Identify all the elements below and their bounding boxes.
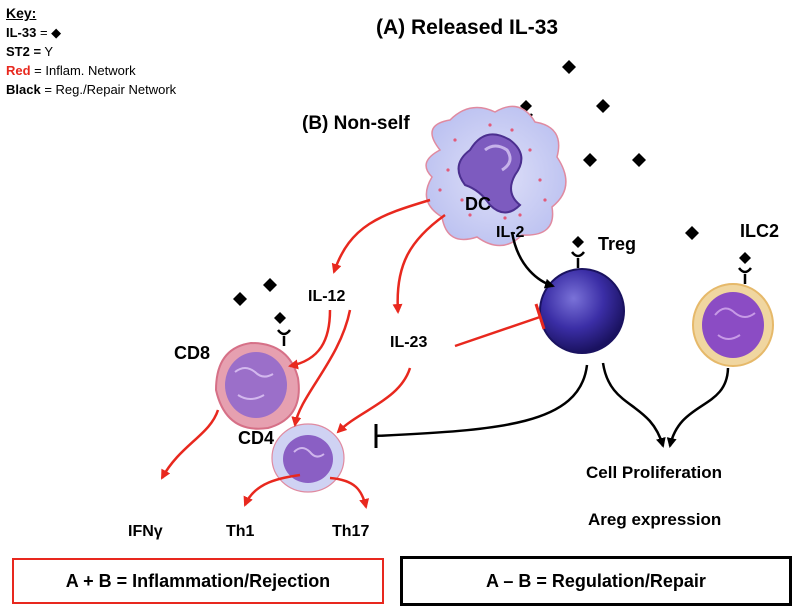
arrow-il23-to-cd4 xyxy=(336,367,412,434)
arrow-il12-to-cd4 xyxy=(291,309,352,427)
label-il2: IL-2 xyxy=(496,224,525,241)
legend-key: Key: IL-33 = ◆ ST2 = Y Red = Inflam. Net… xyxy=(6,4,176,99)
arrow-dc-to-treg xyxy=(510,231,555,289)
key-st2-symbol: Y xyxy=(41,44,54,59)
key-title: Key: xyxy=(6,5,37,21)
il33-diamond-icon xyxy=(632,153,646,167)
il33-diamond-icon xyxy=(596,99,610,113)
il33-diamond-icon xyxy=(274,312,286,324)
il33-diamond-icon xyxy=(583,153,597,167)
label-ifng: IFNγ xyxy=(128,523,163,540)
key-il33-symbol: = ◆ xyxy=(36,25,62,40)
arrow-treg-to-prolif xyxy=(601,362,666,448)
ilc2-cell xyxy=(692,252,774,367)
il33-diamond-icon xyxy=(572,236,584,248)
inhibit-il23-bar xyxy=(534,303,546,330)
label-th1: Th1 xyxy=(226,523,255,540)
cd8-cell xyxy=(214,312,300,430)
key-red-desc: = Inflam. Network xyxy=(30,63,136,78)
label-il23: IL-23 xyxy=(390,334,428,351)
il33-diamonds xyxy=(233,60,699,306)
il33-diamond-icon xyxy=(233,292,247,306)
key-row-red: Red = Inflam. Network xyxy=(6,61,176,80)
label-treg: Treg xyxy=(598,234,637,254)
key-il33-term: IL-33 xyxy=(6,25,37,40)
arrow-cd4-to-th17 xyxy=(329,476,370,509)
key-black-term: Black xyxy=(6,82,41,97)
label-cd4: CD4 xyxy=(238,428,275,448)
st2-receptor-icon xyxy=(571,251,585,268)
st2-receptor-icon xyxy=(277,329,291,346)
label-non-self: (B) Non-self xyxy=(302,113,410,134)
arrow-il12-to-cd8 xyxy=(288,309,332,370)
il33-diamond-icon xyxy=(263,278,277,292)
key-st2-term: ST2 = xyxy=(6,44,42,59)
label-ilc2: ILC2 xyxy=(740,221,780,241)
key-black-desc: = Reg./Repair Network xyxy=(40,82,177,97)
label-cd8: CD8 xyxy=(174,343,211,363)
il33-diamond-icon xyxy=(739,252,751,264)
il33-diamond-icon xyxy=(562,60,576,74)
dendritic-cell xyxy=(425,105,567,247)
inflammation-rejection-box: A + B = Inflammation/Rejection xyxy=(12,558,384,604)
regulation-repair-box: A – B = Regulation/Repair xyxy=(400,556,792,606)
inflammatory-arrows xyxy=(160,198,546,509)
arrow-cd8-to-ifng xyxy=(160,409,220,480)
key-row-black: Black = Reg./Repair Network xyxy=(6,80,176,99)
label-il12: IL-12 xyxy=(308,288,346,305)
label-areg-expression: Areg expression xyxy=(588,510,722,529)
il33-diamond-icon xyxy=(685,226,699,240)
treg-cell xyxy=(539,236,625,354)
arrow-ilc2-to-prolif xyxy=(666,367,730,448)
key-row-il33: IL-33 = ◆ xyxy=(6,23,176,42)
label-released-il33: (A) Released IL-33 xyxy=(376,16,559,39)
inhibit-il23-to-treg xyxy=(454,315,541,348)
label-th17: Th17 xyxy=(332,523,370,540)
key-row-st2: ST2 = Y xyxy=(6,42,176,61)
label-cell-proliferation: Cell Proliferation xyxy=(586,463,723,482)
label-dc: DC xyxy=(465,194,491,214)
arrow-dc-to-il23 xyxy=(392,213,446,314)
regulatory-arrows xyxy=(374,231,730,448)
st2-receptor-icon xyxy=(738,267,752,284)
arrow-dc-to-il12 xyxy=(331,198,431,274)
key-red-term: Red xyxy=(6,63,31,78)
cd4-cell xyxy=(271,423,345,493)
arrow-cd4-to-th1 xyxy=(243,473,301,507)
inhibit-treg-to-cd4 xyxy=(374,364,589,438)
